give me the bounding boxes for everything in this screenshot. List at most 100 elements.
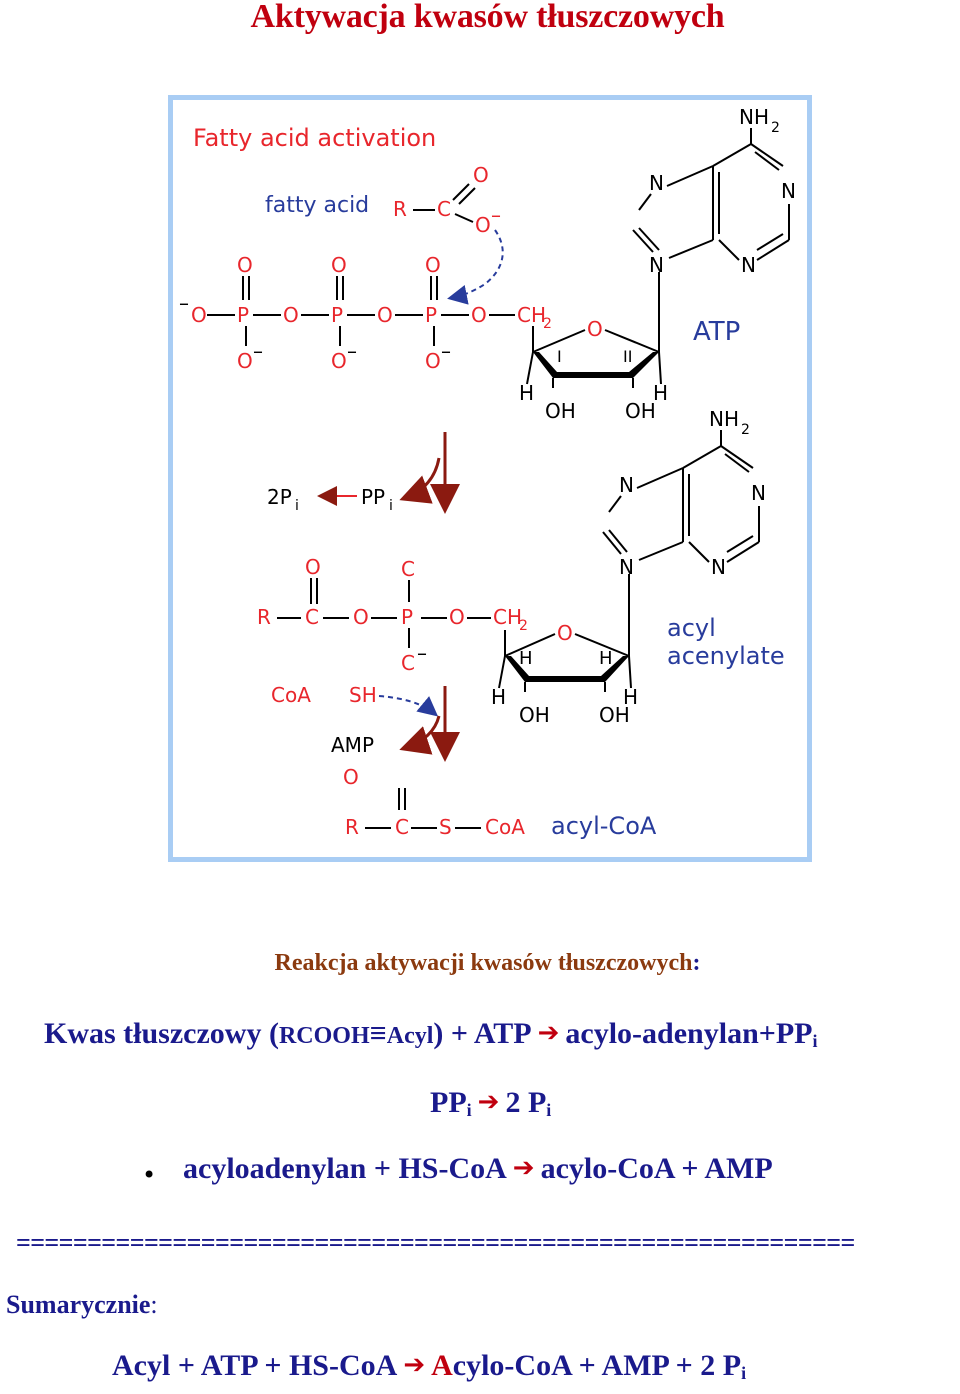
coa-label: CoA <box>271 683 311 707</box>
separator-line: ========================================… <box>16 1228 855 1257</box>
svg-text:O: O <box>425 253 441 277</box>
svg-text:O: O <box>377 303 393 327</box>
svg-text:N: N <box>751 481 766 505</box>
svg-text:CH: CH <box>493 605 522 629</box>
svg-text:H: H <box>519 381 534 405</box>
atp-label: ATP <box>693 317 740 347</box>
svg-text:P: P <box>331 303 343 327</box>
fatty-acid-label: fatty acid <box>265 193 369 218</box>
svg-text:N: N <box>711 555 726 579</box>
svg-text:II: II <box>623 347 632 366</box>
svg-text:N: N <box>649 171 664 195</box>
acenylate-label: acenylate <box>667 642 785 670</box>
svg-text:C: C <box>395 815 409 839</box>
svg-text:H: H <box>519 648 533 669</box>
equation-activation: Kwas tłuszczowy (RCOOH≡Acyl) + ATP➔acylo… <box>44 1017 818 1051</box>
svg-text:CoA: CoA <box>485 815 525 839</box>
svg-text:S: S <box>439 815 452 839</box>
svg-text:R: R <box>257 605 271 629</box>
acyl-adenylate-ribose: O H H H H OH OH <box>491 574 638 727</box>
svg-text:H: H <box>599 648 613 669</box>
acyl-coa-structure: O R C S CoA <box>343 765 525 839</box>
svg-text:–: – <box>253 339 263 363</box>
acyl-adenylate-adenine: N N N N NH 2 <box>602 407 766 579</box>
svg-text:N: N <box>741 253 756 277</box>
svg-text:C: C <box>305 605 319 629</box>
atom-r: R <box>393 197 407 221</box>
svg-text:H: H <box>623 685 638 709</box>
svg-text:–: – <box>441 339 451 363</box>
figure-heading: Fatty acid activation <box>193 124 436 152</box>
reaction-arrow-icon: ➔ <box>537 1018 560 1048</box>
svg-text:2: 2 <box>741 422 750 438</box>
svg-text:P: P <box>401 605 413 629</box>
acyl-label: acyl <box>667 614 716 642</box>
equation-summary: Acyl + ATP + HS-CoA➔Acylo-CoA + AMP + 2 … <box>112 1349 747 1383</box>
svg-text:OH: OH <box>625 399 656 423</box>
svg-text:O: O <box>331 253 347 277</box>
svg-text:NH: NH <box>709 407 739 431</box>
bullet-icon: • <box>142 1161 157 1189</box>
svg-text:N: N <box>619 555 634 579</box>
svg-text:H: H <box>653 381 668 405</box>
charge-minus: – <box>491 203 501 227</box>
atom-c: C <box>437 197 451 221</box>
svg-text:–: – <box>417 641 427 665</box>
svg-text:2: 2 <box>519 618 528 634</box>
svg-text:O: O <box>191 303 207 327</box>
ppi-product: PP <box>361 485 385 509</box>
reaction-arrow-icon: ➔ <box>403 1350 426 1380</box>
reaction-arrow-icon: ➔ <box>477 1087 500 1117</box>
svg-text:O: O <box>557 621 573 645</box>
atp-ribose-ring: O I II H H OH OH <box>519 272 668 423</box>
svg-text:–: – <box>179 291 189 315</box>
svg-text:P: P <box>425 303 437 327</box>
svg-text:O: O <box>237 349 253 373</box>
svg-text:NH: NH <box>739 105 769 129</box>
sh-label: SH <box>349 683 377 707</box>
svg-text:O: O <box>305 555 321 579</box>
svg-text:O: O <box>343 765 359 789</box>
reaction-arrow-icon: ➔ <box>512 1153 535 1183</box>
svg-text:P: P <box>237 303 249 327</box>
svg-text:i: i <box>295 498 299 514</box>
equation-ppi-hydrolysis: PPi➔2 Pi <box>430 1086 552 1120</box>
svg-text:N: N <box>781 179 796 203</box>
svg-text:O: O <box>237 253 253 277</box>
atom-o: O <box>473 163 489 187</box>
equation-acyl-coa-formation: acyloadenylan + HS-CoA➔acylo-CoA + AMP <box>183 1152 773 1185</box>
page-title: Aktywacja kwasów tłuszczowych <box>250 0 725 35</box>
svg-text:C: C <box>401 651 415 675</box>
svg-text:O: O <box>425 349 441 373</box>
svg-text:2: 2 <box>543 316 552 332</box>
reaction-heading: Reakcja aktywacji kwasów tłuszczowych: <box>274 950 701 976</box>
atom-o: O <box>475 213 491 237</box>
svg-text:R: R <box>345 815 359 839</box>
svg-text:O: O <box>283 303 299 327</box>
svg-text:OH: OH <box>519 703 550 727</box>
svg-text:O: O <box>449 605 465 629</box>
svg-text:N: N <box>649 253 664 277</box>
svg-text:OH: OH <box>599 703 630 727</box>
svg-text:H: H <box>491 685 506 709</box>
fatty-acid-activation-figure: Fatty acid activation fatty acid R C O O… <box>168 95 812 862</box>
acyl-adenylate-structure: R C O O P C C – O CH 2 <box>257 555 528 675</box>
svg-text:CH: CH <box>517 303 546 327</box>
svg-text:2: 2 <box>771 120 780 136</box>
svg-text:OH: OH <box>545 399 576 423</box>
svg-text:I: I <box>557 347 562 366</box>
svg-text:i: i <box>389 498 393 514</box>
svg-text:N: N <box>619 473 634 497</box>
atp-adenine: N N N N NH 2 <box>632 105 796 277</box>
svg-text:O: O <box>471 303 487 327</box>
svg-text:O: O <box>587 317 603 341</box>
acyl-coa-label: acyl-CoA <box>551 812 657 840</box>
atp-phosphate-chain: – O P O O – O P O O – O P O <box>179 253 552 373</box>
svg-text:C: C <box>401 557 415 581</box>
amp-product: AMP <box>331 733 374 757</box>
two-pi-product: 2P <box>267 485 292 509</box>
svg-text:O: O <box>331 349 347 373</box>
summary-label: Sumarycznie: <box>6 1290 158 1319</box>
svg-text:–: – <box>347 339 357 363</box>
svg-text:O: O <box>353 605 369 629</box>
